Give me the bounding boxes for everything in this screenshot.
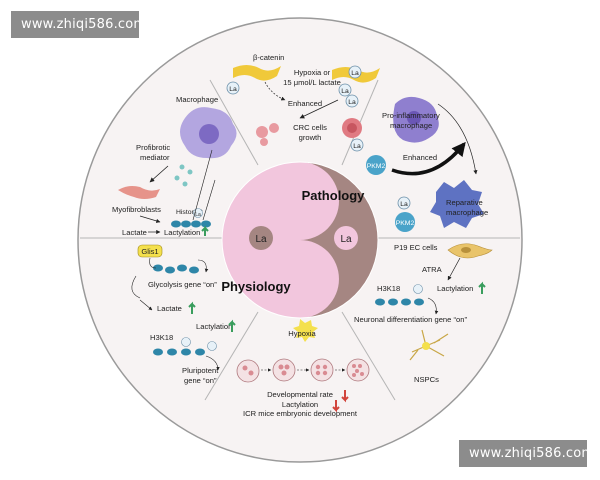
top-panel: β-catenin Hypoxia or 15 μmol/L lactate L…	[226, 53, 380, 146]
glis1-box	[137, 244, 163, 258]
la-dot-pathology	[249, 226, 273, 250]
enhanced-label-right: Enhanced	[403, 153, 437, 162]
glycolysis-label: Glycolysis gene “on”	[148, 280, 217, 289]
embryo-cells	[242, 364, 364, 377]
myofibroblast-cell	[118, 186, 160, 199]
watermark-bottom: www.zhiqi586.com	[459, 440, 594, 467]
enhanced-curve-arrow	[391, 141, 466, 176]
profibrotic-label-1: Profibrotic	[136, 143, 170, 152]
reparative-label-2: macrophage	[446, 208, 488, 217]
neuronal-label: Neuronal differentiation gene “on”	[354, 315, 467, 324]
physiology-label: Physiology	[221, 279, 291, 294]
dev-rate-down-arrow	[341, 390, 349, 403]
lactylation-up-arrow-rb	[478, 281, 486, 294]
la-dot-physiology	[334, 226, 358, 250]
atra-label: ATRA	[422, 265, 443, 274]
pkm2-label-top: PKM2	[367, 163, 386, 170]
reparative-label-1: Reparative	[446, 198, 483, 207]
myofibroblasts-label: Myofibroblasts	[112, 205, 161, 214]
p19-label: P19 EC cells	[394, 243, 438, 252]
gene-nucleosomes-1	[153, 264, 199, 274]
histone-label: Histone3	[176, 209, 203, 216]
left-top-panel: Macrophage Profibrotic mediator Myofibro…	[112, 95, 237, 237]
svg-text:La: La	[353, 143, 361, 150]
histone-nucleosomes	[171, 220, 211, 228]
proinflam-label-2: macrophage	[390, 121, 432, 130]
proinflam-label-1: Pro-inflammatory	[382, 111, 440, 120]
beta-catenin-shape	[233, 65, 281, 81]
lactylation-label-lb: Lactylation	[196, 322, 232, 331]
crc-label-1: CRC cells	[293, 123, 327, 132]
crc-cells	[256, 118, 362, 146]
svg-text:La: La	[341, 88, 349, 95]
reparative-macrophage-cell	[430, 180, 484, 228]
profibrotic-label-2: mediator	[140, 153, 170, 162]
macrophage-nucleus	[199, 124, 219, 144]
hypoxia-label-bottom: Hypoxia	[288, 329, 316, 338]
svg-text:La: La	[400, 201, 408, 208]
pkm2-circle-bottom	[395, 212, 415, 232]
pluripotent-label-2: gene “on”	[184, 376, 217, 385]
svg-text:La: La	[351, 70, 359, 77]
enhanced-label: Enhanced	[288, 99, 322, 108]
pkm2-circle-top	[366, 155, 386, 175]
h3k18-label-rb: H3K18	[377, 284, 400, 293]
lactate-up-arrow	[188, 301, 196, 314]
svg-text:La: La	[348, 99, 356, 106]
right-bottom-panel: P19 EC cells ATRA Lactylation H3K18 Neur…	[354, 243, 493, 384]
gene-nucleosomes-2	[153, 348, 205, 356]
mediator-dots	[174, 164, 193, 187]
lactylation-up-arrow	[201, 225, 209, 236]
lactate-label-lb: Lactate	[157, 304, 182, 313]
lactate-label: Lactate	[122, 228, 147, 237]
nspcs-label: NSPCs	[414, 375, 439, 384]
lactylation-label-rb: Lactylation	[437, 284, 473, 293]
watermark-top: www.zhiqi586.com	[11, 11, 146, 38]
macrophage-label: Macrophage	[176, 95, 218, 104]
h3k18-label-lb: H3K18	[150, 333, 173, 342]
icr-label: ICR mice embryonic development	[243, 409, 358, 418]
svg-text:La: La	[229, 86, 237, 93]
crc-label-2: growth	[299, 133, 322, 142]
lactylation-up-arrow-lb	[228, 319, 236, 332]
pkm2-label-bottom: PKM2	[396, 220, 415, 227]
svg-text:La: La	[195, 212, 201, 218]
hypoxia-burst	[293, 319, 318, 342]
gene-nucleosomes-3	[375, 298, 424, 306]
left-bottom-panel: Glis1 Glycolysis gene “on” Lactate Lacty…	[131, 244, 236, 385]
beta-catenin-label: β-catenin	[253, 53, 284, 62]
lactylation-label-bottom: Lactylation	[282, 400, 318, 409]
lactate-dose-label: 15 μmol/L lactate	[283, 78, 341, 87]
lactylation-label: Lactylation	[164, 228, 200, 237]
yin-yang: La La Pathology Physiology	[221, 161, 379, 319]
hypoxia-label: Hypoxia or	[294, 68, 331, 77]
bottom-panel: Hypoxia Developmental rate Lactylation I…	[236, 319, 370, 418]
right-top-panel: Pro-inflammatory macrophage La PKM2 Enha…	[350, 96, 488, 232]
pluripotent-label-1: Pluripotent	[182, 366, 219, 375]
dev-rate-label: Developmental rate	[267, 390, 333, 399]
la-right-label: La	[340, 234, 352, 245]
pathology-label: Pathology	[302, 188, 366, 203]
lactylation-down-arrow	[332, 400, 340, 413]
la-left-label: La	[255, 234, 267, 245]
glis1-label: Glis1	[141, 247, 158, 256]
